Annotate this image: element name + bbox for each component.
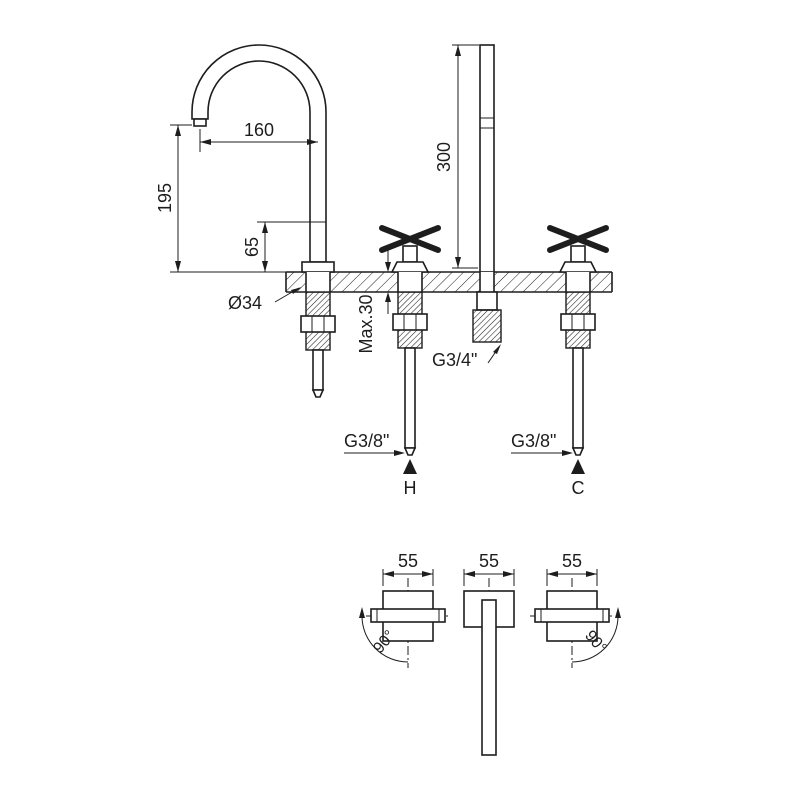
dim-spout-reach-label: 160 — [244, 120, 274, 140]
right-handle-bar-plan — [534, 608, 610, 623]
right-handle-base — [558, 261, 598, 273]
dim-spout-height-label: 195 — [155, 183, 175, 213]
dim-joint-height-label: 65 — [242, 237, 262, 257]
hose-connector — [472, 309, 502, 343]
spout-gooseneck-outline — [191, 44, 327, 263]
dim-55-center: 55 — [463, 551, 515, 586]
arrow-left-icon — [464, 571, 475, 577]
leader-arrow-icon — [493, 344, 501, 354]
hot-marker: H — [403, 459, 417, 498]
dim-hose-length: 300 — [434, 44, 479, 269]
cold-arrow-icon — [571, 459, 585, 474]
left-handle-side-view — [379, 225, 441, 456]
dim-spout-height: 195 — [155, 124, 192, 272]
arrow-right-icon — [503, 571, 514, 577]
left-handle-bar-plan — [370, 608, 446, 623]
dim-inlet-left-label: G3/8" — [344, 431, 389, 451]
arrow-left-icon — [200, 139, 211, 145]
dim-55-left: 55 — [382, 551, 434, 586]
dim-hose-thread-label: G3/4" — [432, 350, 477, 370]
deck-cross-section — [285, 271, 613, 293]
right-inlet-pipe — [572, 347, 584, 449]
dim-inlet-left: G3/8" — [344, 431, 405, 456]
left-handle-stem — [402, 245, 418, 263]
arrow-up-icon — [455, 45, 461, 56]
dim-spout-reach: 160 — [199, 120, 318, 152]
arrow-right-icon — [422, 571, 433, 577]
leader-arrow-icon — [562, 450, 573, 456]
left-locknut — [392, 313, 428, 331]
plan-view: 90° 90° 55 — [359, 551, 621, 756]
right-handle-stem — [570, 245, 586, 263]
hot-label: H — [404, 478, 417, 498]
hot-arrow-icon — [403, 459, 417, 474]
arc-arrow-icon — [359, 607, 365, 618]
dim-55-right-label: 55 — [562, 551, 582, 571]
leader-arrow-icon — [291, 287, 302, 294]
left-handle-spoke — [379, 225, 441, 253]
dimensions: 160 195 65 300 — [155, 44, 585, 498]
right-locknut — [560, 313, 596, 331]
dim-inlet-right-label: G3/8" — [511, 431, 556, 451]
arrow-up-icon — [262, 222, 268, 233]
deck-hatch — [286, 272, 612, 292]
dim-max-thickness: Max.30 — [356, 250, 391, 354]
dim-55-right: 55 — [546, 551, 598, 586]
plan-spout — [463, 578, 515, 756]
dim-hose-thread: G3/4" — [432, 344, 501, 370]
dim-inlet-right: G3/8" — [511, 431, 573, 456]
leader-arrow-icon — [394, 450, 405, 456]
left-handle-base — [390, 261, 430, 273]
spout-inlet-pipe — [312, 349, 324, 391]
arrow-down-icon — [262, 261, 268, 272]
dim-hole-diameter-label: Ø34 — [228, 293, 262, 313]
dim-joint-height: 65 — [242, 221, 312, 272]
hose-rod — [479, 44, 495, 273]
dim-55-left-label: 55 — [398, 551, 418, 571]
arrow-left-icon — [547, 571, 558, 577]
left-rotation-arc — [361, 615, 409, 663]
arrow-right-icon — [586, 571, 597, 577]
arrow-down-icon — [455, 257, 461, 268]
spout-base-flange — [301, 261, 335, 273]
arrow-down-icon — [175, 261, 181, 272]
hose-side-view — [472, 44, 502, 343]
dim-hole-diameter: Ø34 — [228, 287, 302, 313]
spout-locknut — [300, 315, 336, 333]
cold-label: C — [572, 478, 585, 498]
cold-marker: C — [571, 459, 585, 498]
dim-55-center-label: 55 — [479, 551, 499, 571]
plan-left-handle: 90° — [359, 578, 450, 668]
dim-hose-length-label: 300 — [434, 142, 454, 172]
right-rotation-arc — [571, 615, 619, 663]
arrow-left-icon — [383, 571, 394, 577]
arrow-right-icon — [307, 139, 318, 145]
left-inlet-pipe — [404, 347, 416, 449]
spout-aerator — [193, 118, 207, 127]
hose-neck — [476, 291, 498, 311]
right-handle-side-view — [547, 225, 609, 456]
arrow-up-icon — [175, 125, 181, 136]
spout-side-view — [191, 44, 336, 398]
plan-right-handle: 90° — [530, 578, 621, 668]
right-handle-spoke — [547, 225, 609, 253]
arrow-down-icon — [385, 262, 391, 272]
arrow-up-icon — [385, 292, 391, 302]
arc-arrow-icon — [615, 607, 621, 618]
spout-arm-plan — [481, 599, 497, 756]
dim-max-thickness-label: Max.30 — [356, 294, 376, 353]
